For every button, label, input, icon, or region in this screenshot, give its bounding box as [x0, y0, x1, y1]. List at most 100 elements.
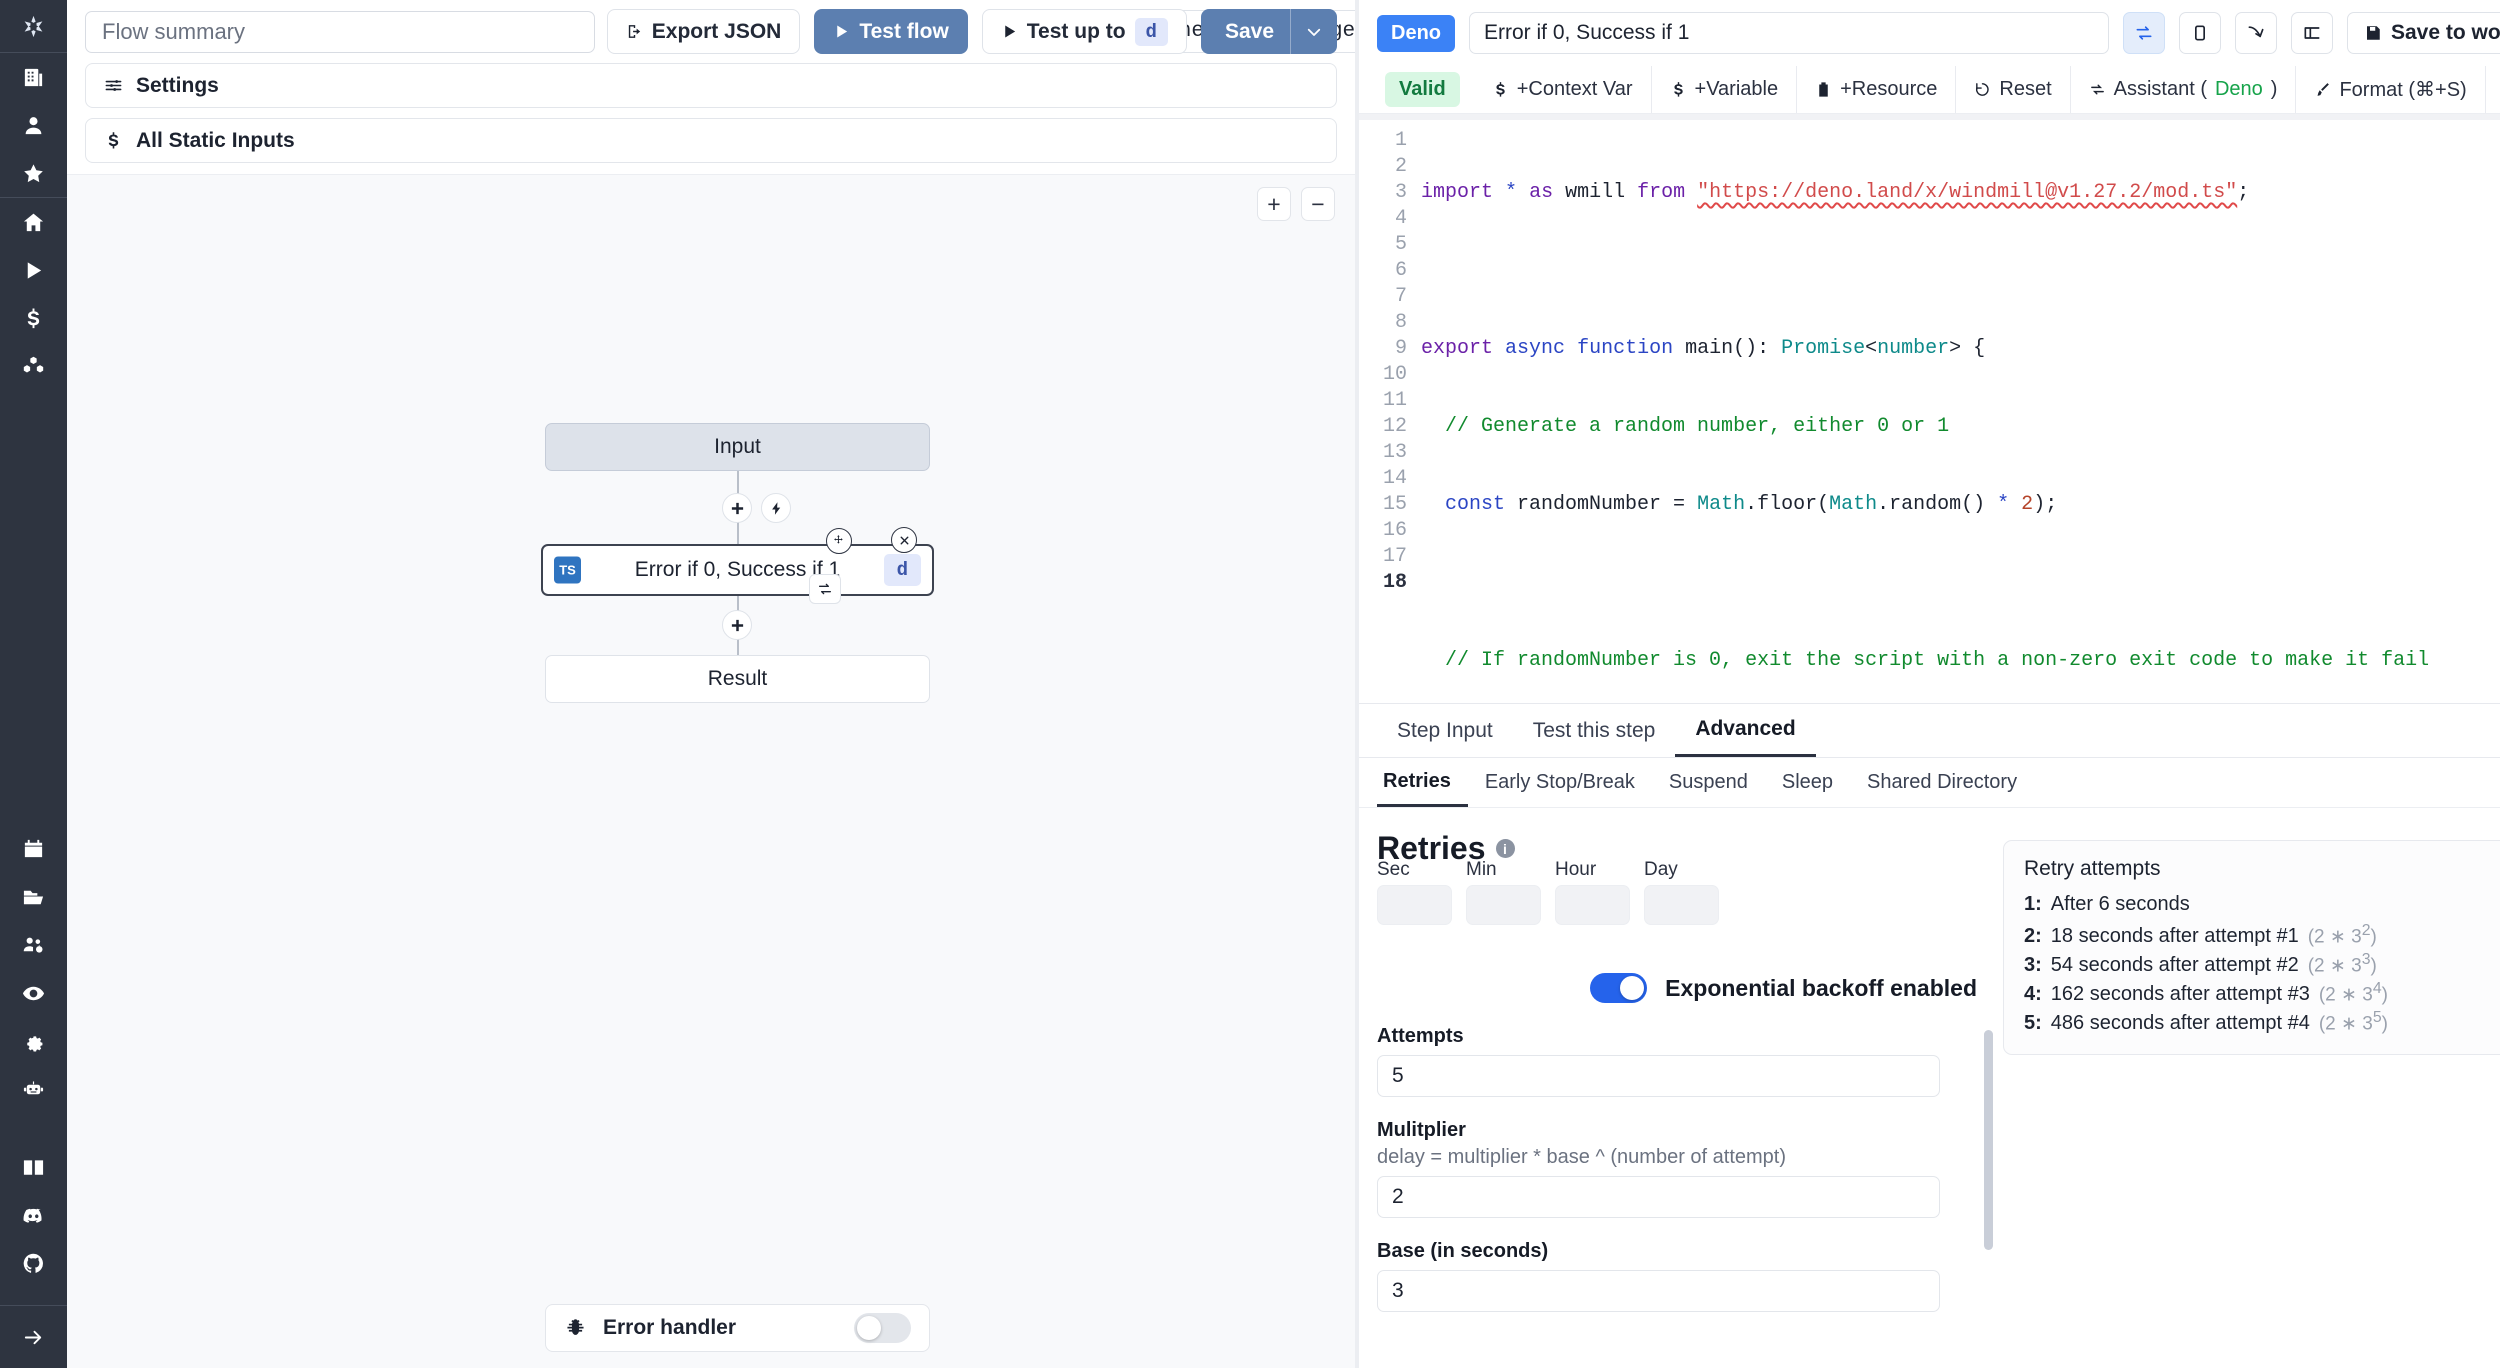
windmill-logo[interactable] — [0, 0, 67, 52]
add-context-var-button[interactable]: +Context Var — [1474, 66, 1652, 113]
tab-test-this-step[interactable]: Test this step — [1532, 718, 1656, 742]
suspend-button[interactable] — [2235, 12, 2277, 54]
line-number: 9 — [1394, 337, 1407, 360]
sidebar-item-resources[interactable] — [0, 342, 67, 390]
move-handle-icon[interactable] — [826, 528, 852, 554]
save-button-group: Save — [1200, 9, 1337, 54]
sidebar-item-docs[interactable] — [0, 1143, 67, 1191]
add-variable-button[interactable]: +Variable — [1652, 66, 1798, 113]
save-dropdown-button[interactable] — [1291, 23, 1337, 41]
format-button[interactable]: Format (⌘+S) — [2296, 66, 2486, 113]
add-step-button-bottom[interactable] — [722, 610, 752, 640]
multiplier-label: Mulitplier — [1377, 1119, 1466, 1141]
sidebar-item-home[interactable] — [0, 198, 67, 246]
sidebar-expand-button[interactable] — [0, 1306, 67, 1368]
sidebar-item-schedules[interactable] — [0, 825, 67, 873]
all-static-inputs-panel-header[interactable]: All Static Inputs — [85, 118, 1337, 163]
retry-attempts-panel: Retry attempts 1: After 6 seconds 2: 18 … — [2003, 840, 2500, 1055]
sidebar-item-workspace[interactable] — [0, 53, 67, 101]
sidebar-item-workers[interactable] — [0, 1065, 67, 1113]
assistant-button[interactable]: Assistant (Deno) — [2071, 66, 2297, 113]
sync-icon — [2090, 84, 2104, 95]
line-number: 11 — [1382, 389, 1407, 412]
flow-node-step[interactable]: TS Error if 0, Success if 1 d — [541, 544, 934, 596]
delete-step-button[interactable] — [891, 527, 917, 553]
zoom-out-button[interactable]: − — [1301, 187, 1335, 221]
sidebar-item-audit-logs[interactable] — [0, 969, 67, 1017]
sidebar-divider-top — [0, 52, 67, 53]
flow-node-input[interactable]: Input — [545, 423, 930, 471]
attempts-input[interactable]: 5 — [1377, 1055, 1940, 1097]
add-step-button-top[interactable] — [722, 493, 752, 523]
sleep-button[interactable] — [2291, 12, 2333, 54]
sidebar-item-variables[interactable] — [0, 294, 67, 342]
flow-canvas[interactable]: + − Input TS Error if 0, Success if 1 d — [67, 174, 1355, 1368]
duration-input-min[interactable] — [1466, 885, 1541, 925]
sidebar-group-top — [0, 53, 67, 197]
flow-node-step-badge: d — [883, 554, 921, 586]
multiplier-input[interactable]: 2 — [1377, 1176, 1940, 1218]
sidebar-item-settings[interactable] — [0, 1017, 67, 1065]
line-number: 16 — [1382, 519, 1407, 542]
duration-input-day[interactable] — [1644, 885, 1719, 925]
tab-advanced[interactable]: Advanced — [1675, 704, 1816, 757]
save-button[interactable]: Save — [1201, 20, 1290, 44]
retry-attempt-row: 3: 54 seconds after attempt #2 (2 ∗ 33) — [2024, 951, 2500, 980]
subtab-suspend[interactable]: Suspend — [1668, 771, 1748, 793]
dollar-icon — [27, 307, 40, 328]
code-lines[interactable]: import * as wmill from "https://deno.lan… — [1421, 128, 2500, 703]
top-action-buttons: Export JSON Test flow Test up to d Save — [606, 9, 1337, 54]
save-label: Save — [1224, 19, 1274, 43]
explore-other-scripts-button[interactable]: Explore other s — [2486, 66, 2500, 113]
retries-toggle-button[interactable] — [2123, 12, 2165, 54]
retry-attempt-row: 5: 486 seconds after attempt #4 (2 ∗ 35) — [2024, 1009, 2500, 1038]
sidebar-item-groups[interactable] — [0, 921, 67, 969]
sidebar-item-user[interactable] — [0, 101, 67, 149]
sidebar-item-runs[interactable] — [0, 246, 67, 294]
subtab-early-stop[interactable]: Early Stop/Break — [1484, 771, 1635, 793]
early-stop-button[interactable] — [2179, 12, 2221, 54]
editor-scrollbar-horizontal[interactable] — [1359, 114, 2500, 120]
flow-summary-input[interactable]: Flow summary — [85, 10, 595, 53]
subtab-sleep[interactable]: Sleep — [1781, 771, 1834, 793]
exponential-backoff-toggle[interactable] — [1590, 973, 1648, 1003]
add-trigger-button[interactable] — [761, 493, 791, 523]
add-resource-label: +Resource — [1840, 78, 1938, 100]
eye-icon — [22, 986, 45, 1000]
reset-button[interactable]: Reset — [1956, 66, 2071, 113]
settings-panel-header[interactable]: Settings — [85, 63, 1337, 108]
retry-attempt-formula: (2 ∗ 33) — [2307, 951, 2377, 977]
subtab-shared-directory[interactable]: Shared Directory — [1867, 771, 2018, 793]
info-icon[interactable]: i — [1495, 839, 1515, 858]
tab-step-input[interactable]: Step Input — [1397, 718, 1493, 742]
retry-attempt-text: 18 seconds after attempt #1 — [2050, 925, 2299, 948]
test-flow-button[interactable]: Test flow — [814, 9, 968, 54]
sidebar-item-discord[interactable] — [0, 1191, 67, 1239]
sidebar-item-favorites[interactable] — [0, 149, 67, 197]
flow-node-step-label: Error if 0, Success if 1 — [634, 558, 841, 581]
line-number: 6 — [1394, 259, 1407, 282]
subtab-retries[interactable]: Retries — [1377, 758, 1468, 807]
add-resource-button[interactable]: +Resource — [1797, 66, 1957, 113]
test-up-to-button[interactable]: Test up to d — [981, 9, 1187, 54]
step-title-input[interactable]: Error if 0, Success if 1 — [1469, 12, 2109, 54]
sidebar-item-folders[interactable] — [0, 873, 67, 921]
base-input[interactable]: 3 — [1377, 1270, 1940, 1312]
flow-node-result[interactable]: Result — [545, 655, 930, 703]
zoom-in-button[interactable]: + — [1257, 187, 1291, 221]
retries-indicator-button[interactable] — [809, 574, 841, 604]
duration-input-hour[interactable] — [1555, 885, 1630, 925]
export-json-button[interactable]: Export JSON — [606, 9, 801, 54]
sidebar-item-github[interactable] — [0, 1239, 67, 1287]
retry-attempt-text: After 6 seconds — [2050, 893, 2190, 915]
advanced-sub-tabs: Retries Early Stop/Break Suspend Sleep S… — [1359, 758, 2500, 808]
error-handler-bar[interactable]: Error handler — [545, 1304, 930, 1352]
assistant-label: Assistant ( — [2113, 78, 2207, 100]
duration-input-sec[interactable] — [1377, 885, 1452, 925]
retries-scrollbar[interactable] — [1984, 1030, 1993, 1250]
error-handler-toggle[interactable] — [854, 1313, 911, 1343]
robot-icon — [23, 1080, 44, 1094]
save-to-workspace-button[interactable]: Save to workspace — [2347, 12, 2500, 54]
